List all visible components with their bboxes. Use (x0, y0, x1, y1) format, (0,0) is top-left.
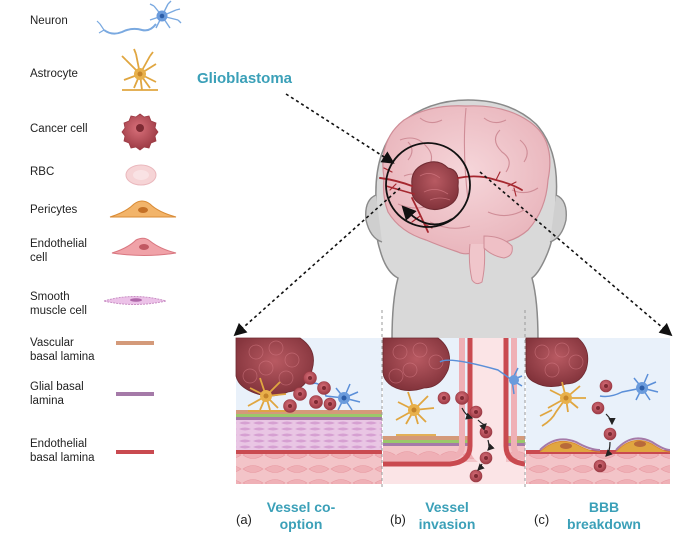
left-zoom-arrow (233, 187, 401, 337)
cancer-cell-icon (121, 113, 159, 151)
title-pointer-arrow (285, 93, 395, 164)
legend-label-vascular-basal-lamina: Vascular basal lamina (30, 337, 95, 363)
panel-b-vessel-invasion (382, 337, 526, 484)
tumor (411, 161, 459, 210)
legend-label-neuron: Neuron (30, 15, 68, 27)
legend-label-endothelial-cell: Endothelial cell (30, 238, 87, 264)
diagram-title: Glioblastoma (197, 70, 293, 87)
endothelial-cell-icon (111, 237, 177, 256)
legend-label-pericytes: Pericytes (30, 204, 78, 216)
rotation-arrow (401, 205, 453, 226)
smooth-muscle-cell-icon (102, 296, 167, 305)
panel-a-letter: (a) (236, 512, 252, 527)
astrocyte-icon (121, 48, 158, 91)
legend-label-glial-basal-lamina: Glial basal lamina (30, 381, 84, 407)
panel-c-title: BBB breakdown (567, 499, 641, 532)
legend-label-endothelial-basal-lamina: Endothelial basal lamina (30, 438, 95, 464)
panel-b-letter: (b) (390, 512, 406, 527)
panel-b-title: Vessel invasion (418, 499, 476, 532)
pericytes-icon (109, 200, 177, 218)
panel-c-bbb-breakdown (525, 337, 671, 484)
legend-label-rbc: RBC (30, 166, 55, 178)
vascular-basal-lamina-icon (116, 341, 154, 345)
zoom-circle (385, 142, 471, 228)
legend-label-cancer-cell: Cancer cell (30, 123, 88, 135)
panel-a-vessel-co-option (235, 337, 382, 484)
endothelial-basal-lamina-icon (116, 450, 154, 454)
panel-a-title: Vessel co- option (266, 499, 336, 532)
neuron-icon (96, 0, 182, 35)
panel-c-letter: (c) (534, 512, 550, 527)
glial-basal-lamina-icon (116, 392, 154, 396)
legend-label-smooth-muscle-cell: Smooth muscle cell (30, 291, 87, 317)
legend-label-astrocyte: Astrocyte (30, 68, 78, 80)
rbc-icon (125, 164, 157, 186)
